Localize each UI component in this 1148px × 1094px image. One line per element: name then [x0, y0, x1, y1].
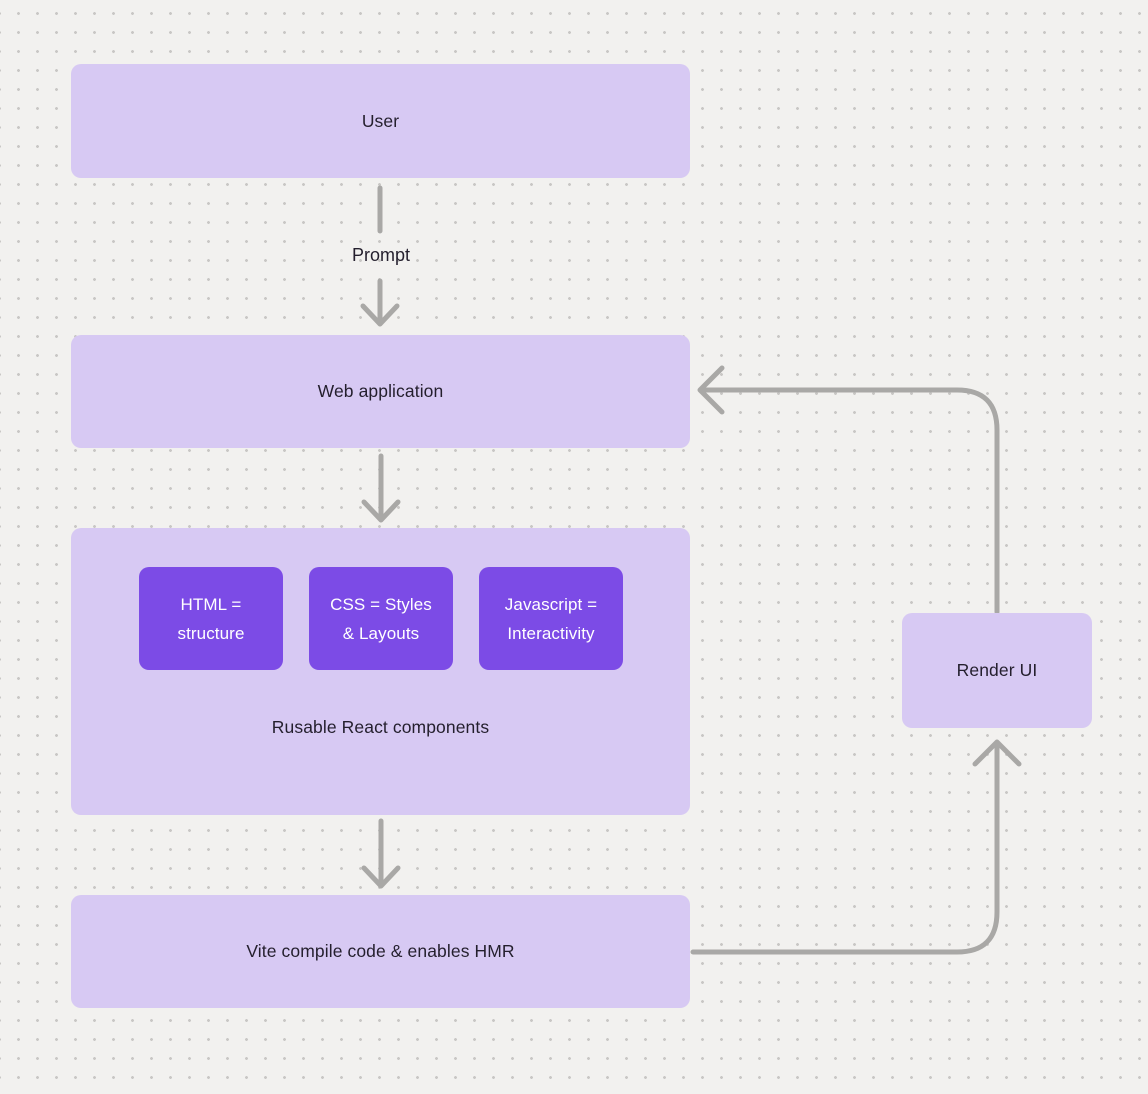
- node-web-application-label: Web application: [317, 381, 444, 401]
- arrow-webapp-to-components: [361, 453, 401, 523]
- arrow-vite-to-render: [690, 739, 1022, 955]
- chip-css-line2: & Layouts: [342, 623, 420, 643]
- node-vite-label: Vite compile code & enables HMR: [246, 941, 515, 961]
- chip-html-line1: HTML =: [180, 594, 242, 614]
- chip-javascript-line2: Interactivity: [507, 623, 595, 643]
- node-user[interactable]: User: [71, 64, 690, 178]
- chip-css-line1: CSS = Styles: [330, 594, 432, 614]
- components-group-caption: Rusable React components: [271, 717, 490, 737]
- node-render-ui[interactable]: Render UI: [902, 613, 1092, 728]
- arrow-render-to-webapp: [697, 365, 1000, 615]
- node-vite[interactable]: Vite compile code & enables HMR: [71, 895, 690, 1008]
- node-user-label: User: [361, 110, 400, 131]
- arrow-components-to-vite: [361, 818, 401, 889]
- node-render-ui-label: Render UI: [956, 660, 1038, 680]
- chip-html[interactable]: HTML = structure: [139, 567, 283, 670]
- edge-label-prompt: Prompt: [351, 245, 411, 265]
- node-components-group[interactable]: HTML = structure CSS = Styles & Layouts …: [71, 528, 690, 815]
- chip-javascript-line1: Javascript =: [504, 594, 598, 614]
- chip-css[interactable]: CSS = Styles & Layouts: [309, 567, 453, 670]
- chip-javascript[interactable]: Javascript = Interactivity: [479, 567, 623, 670]
- node-web-application[interactable]: Web application: [71, 335, 690, 448]
- chip-html-line2: structure: [177, 623, 245, 643]
